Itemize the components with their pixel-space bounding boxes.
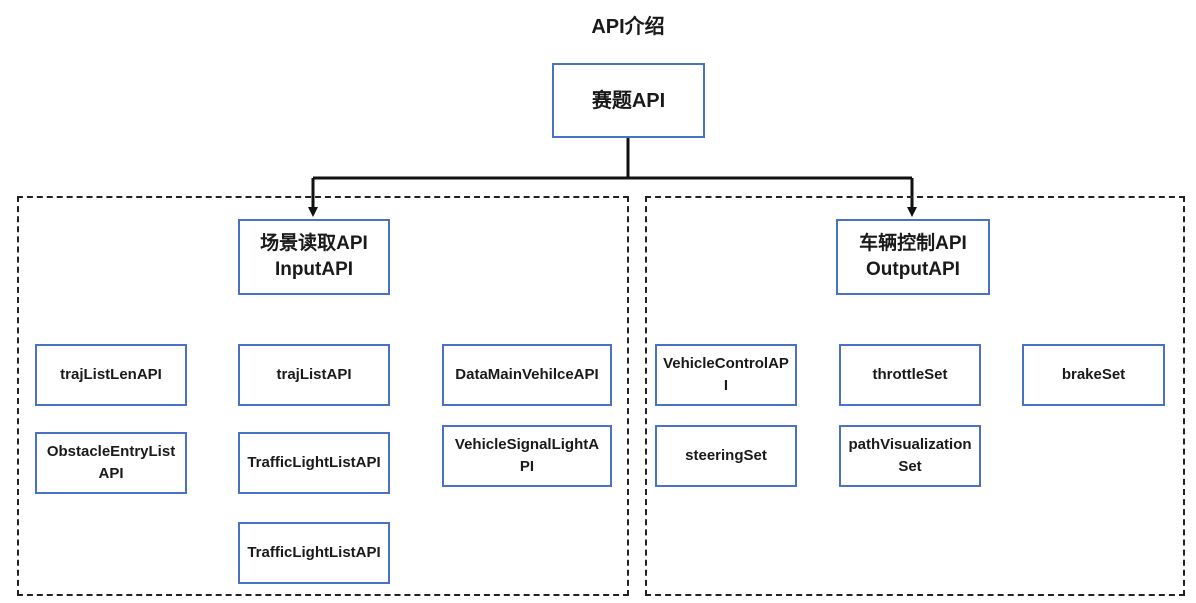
data-main-vehicle-api-label: DataMainVehilceAPI — [455, 366, 599, 383]
vehicle-control-api-box: VehicleControlAPI — [655, 344, 797, 406]
steering-set-label: steeringSet — [685, 447, 767, 464]
data-main-vehicle-api-box: DataMainVehilceAPI — [442, 344, 612, 406]
output-api-container — [645, 196, 1185, 596]
input-api-label-cn: 场景读取API — [260, 233, 368, 254]
traffic-light-list-api-label-2: TrafficLightListAPI — [247, 544, 381, 561]
traj-list-api-box: trajListAPI — [238, 344, 390, 406]
input-api-box: 场景读取API InputAPI — [238, 219, 390, 295]
brake-set-box: brakeSet — [1022, 344, 1165, 406]
path-visualization-set-label: pathVisualizationSet — [848, 436, 972, 475]
traffic-light-list-api-box-2: TrafficLightListAPI — [238, 522, 390, 584]
vehicle-control-api-label: VehicleControlAPI — [663, 355, 789, 394]
steering-set-box: steeringSet — [655, 425, 797, 487]
throttle-set-box: throttleSet — [839, 344, 981, 406]
input-api-label-en: InputAPI — [274, 259, 354, 280]
traffic-light-list-api-label-1: TrafficLightListAPI — [247, 454, 381, 471]
input-api-container — [17, 196, 629, 596]
path-visualization-set-box: pathVisualizationSet — [839, 425, 981, 487]
output-api-box: 车辆控制API OutputAPI — [836, 219, 990, 295]
output-api-label-cn: 车辆控制API — [859, 233, 967, 254]
vehicle-signal-light-api-label: VehicleSignalLightAPI — [454, 436, 600, 475]
traffic-light-list-api-box-1: TrafficLightListAPI — [238, 432, 390, 494]
diagram-title: API介绍 — [591, 16, 665, 38]
traj-list-api-label: trajListAPI — [276, 366, 352, 383]
throttle-set-label: throttleSet — [872, 366, 948, 383]
output-api-label-en: OutputAPI — [866, 259, 960, 280]
root-api-label: 赛题API — [591, 89, 666, 112]
traj-list-len-api-box: trajListLenAPI — [35, 344, 187, 406]
obstacle-entry-list-api-label: ObstacleEntryListAPI — [46, 443, 176, 482]
traj-list-len-api-label: trajListLenAPI — [60, 366, 162, 383]
obstacle-entry-list-api-box: ObstacleEntryListAPI — [35, 432, 187, 494]
vehicle-signal-light-api-box: VehicleSignalLightAPI — [442, 425, 612, 487]
brake-set-label: brakeSet — [1061, 366, 1126, 383]
root-api-box: 赛题API — [552, 63, 705, 138]
